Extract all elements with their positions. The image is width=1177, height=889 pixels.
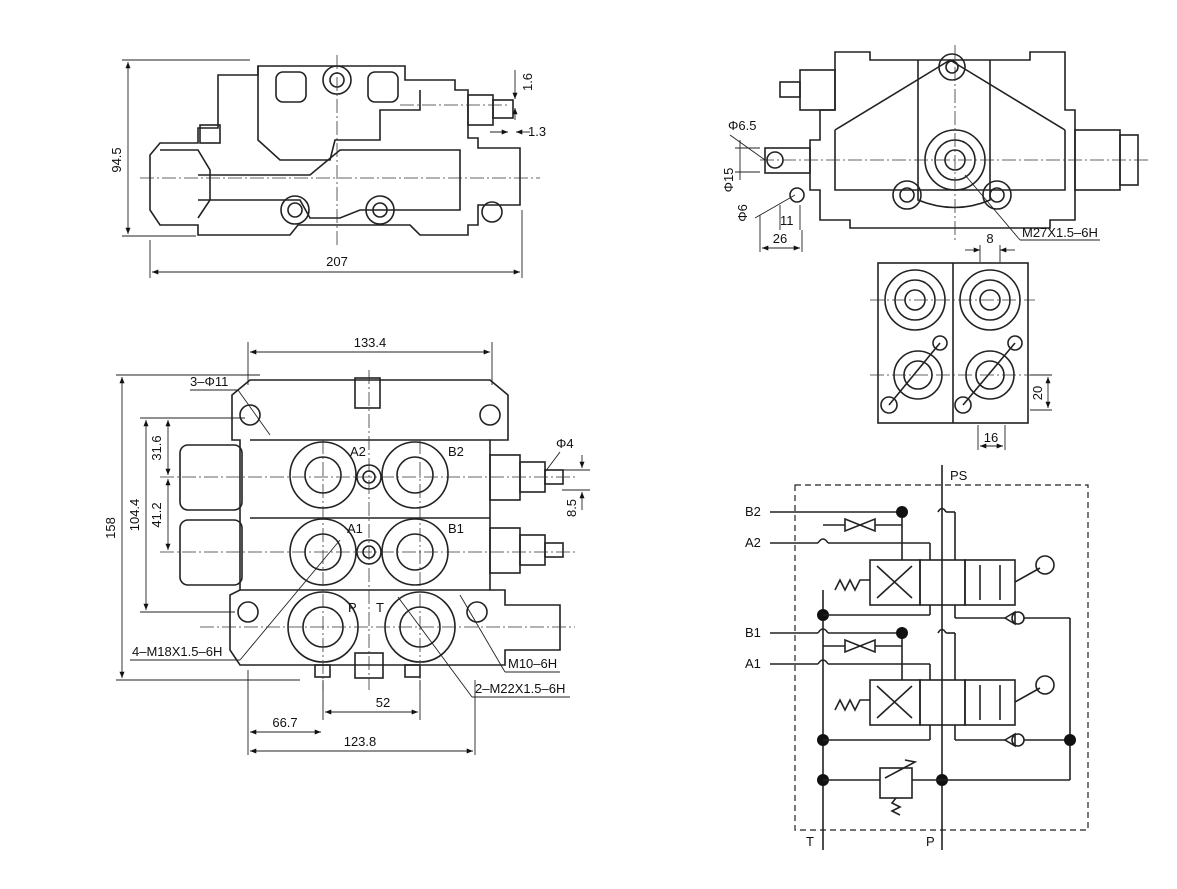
plan-height-mid: 104.4 bbox=[127, 499, 142, 532]
side-dia-c: Φ6 bbox=[735, 204, 750, 222]
schematic-label-a1: A1 bbox=[745, 656, 761, 671]
plan-thread-c: 2–M22X1.5–6H bbox=[475, 681, 565, 696]
section-view: 8 20 16 bbox=[870, 231, 1052, 450]
side-dia-a: Φ6.5 bbox=[728, 118, 756, 133]
plan-port-t: T bbox=[376, 600, 384, 615]
front-width-dim: 207 bbox=[326, 254, 348, 269]
schematic-label-b2: B2 bbox=[745, 504, 761, 519]
side-width-medium: 26 bbox=[773, 231, 787, 246]
plan-holes: 3–Φ11 bbox=[190, 374, 228, 389]
schematic-label-t: T bbox=[806, 834, 814, 849]
plan-thread-b: M10–6H bbox=[508, 656, 557, 671]
plan-port-b2: B2 bbox=[448, 444, 464, 459]
plan-view: A2 B2 A1 B1 P T 133.4 3–Φ11 158 104.4 31… bbox=[103, 335, 590, 755]
section-dim-right: 20 bbox=[1030, 386, 1045, 400]
side-dia-b: Φ15 bbox=[721, 168, 736, 193]
plan-dim-123: 123.8 bbox=[344, 734, 377, 749]
front-view: 94.5 207 1.6 1.3 bbox=[109, 55, 546, 278]
schematic-label-b1: B1 bbox=[745, 625, 761, 640]
schematic-label-p: P bbox=[926, 834, 935, 849]
plan-port-a1: A1 bbox=[347, 521, 363, 536]
plan-port-b1: B1 bbox=[448, 521, 464, 536]
front-offset-small: 1.6 bbox=[520, 73, 535, 91]
front-height-dim: 94.5 bbox=[109, 147, 124, 172]
section-dim-top: 8 bbox=[986, 231, 993, 246]
side-thread-main: M27X1.5–6H bbox=[1022, 225, 1098, 240]
plan-dim-66: 66.7 bbox=[272, 715, 297, 730]
plan-width-top: 133.4 bbox=[354, 335, 387, 350]
schematic-label-a2: A2 bbox=[745, 535, 761, 550]
plan-dim-b: 41.2 bbox=[149, 502, 164, 527]
side-width-small: 11 bbox=[780, 213, 794, 228]
plan-offset-right: 8.5 bbox=[564, 499, 579, 517]
plan-dim-52: 52 bbox=[376, 695, 390, 710]
plan-port-a2: A2 bbox=[350, 444, 366, 459]
plan-height-total: 158 bbox=[103, 517, 118, 539]
plan-dim-a: 31.6 bbox=[149, 435, 164, 460]
plan-dia-right: Φ4 bbox=[556, 436, 574, 451]
side-view: Φ6.5 Φ15 Φ6 11 26 M27X1.5–6H bbox=[721, 45, 1150, 252]
plan-thread-a: 4–M18X1.5–6H bbox=[132, 644, 222, 659]
hydraulic-schematic: PS B2 A2 B1 A1 T P bbox=[745, 465, 1089, 850]
schematic-label-ps: PS bbox=[950, 468, 968, 483]
front-offset-small2: 1.3 bbox=[528, 124, 546, 139]
section-dim-bottom: 16 bbox=[984, 430, 998, 445]
plan-port-p: P bbox=[348, 600, 357, 615]
